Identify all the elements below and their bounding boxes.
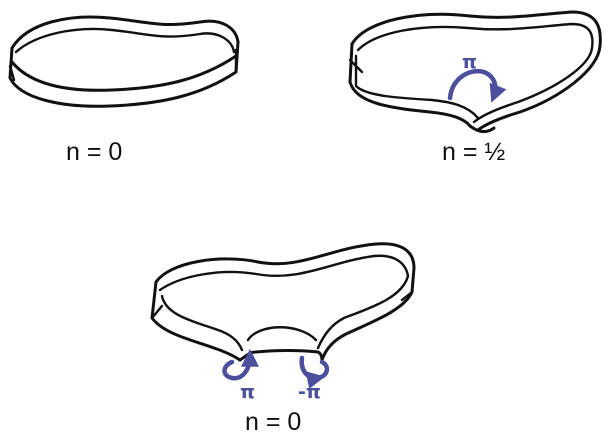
twist-arrow-right bbox=[302, 358, 327, 378]
half-twist-arrow bbox=[450, 71, 496, 98]
twist-left-label: π bbox=[240, 381, 255, 403]
half-twist-label: π bbox=[462, 51, 477, 73]
untwisted-label: n = 0 bbox=[66, 138, 122, 166]
opposite-twist-band bbox=[152, 244, 414, 379]
untwisted-band bbox=[10, 17, 238, 106]
half-twist-panel-label: n = ½ bbox=[442, 138, 505, 166]
opposite-twist-panel-label: n = 0 bbox=[245, 408, 301, 436]
twist-right-label: -π bbox=[298, 381, 321, 403]
